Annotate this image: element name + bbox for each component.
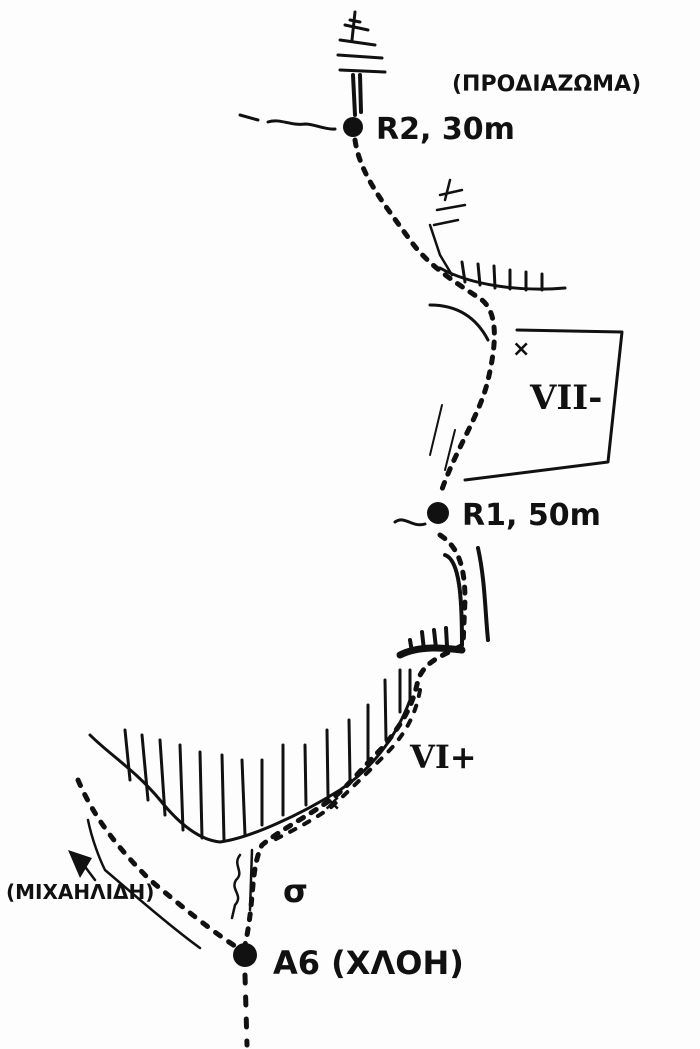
belay-a6-dot [233,943,257,967]
crux-mark: × [323,791,341,816]
grade-lower-label: VI+ [410,738,477,776]
ledge-line [238,113,337,131]
belay-a6-label: A6 (ΧΛΟΗ) [273,944,464,982]
ledge-hatch [428,260,567,471]
route-line-variant [268,688,422,844]
belay-r2-dot [343,117,363,137]
route-line-middle [242,532,468,948]
route-line-left [75,777,241,951]
arrow-icon [68,850,92,878]
top-note-label: (ΠΡΟΔΙΑΖΩΜΑ) [452,72,642,97]
belay-r1-dot [427,502,449,524]
ledge-line [393,518,427,527]
tree-icon [428,178,467,277]
chimney-lines [396,546,490,659]
grade-box [463,328,624,482]
grade-upper-label: VII- [530,378,603,418]
route-line-start [242,972,250,1048]
sigma-mark: σ [283,872,308,910]
crack-line [230,848,254,920]
belay-r2-label: R2, 30m [376,112,515,147]
route-line-upper [352,137,497,498]
tree-icon [336,10,387,117]
crux-mark: × [512,337,530,362]
overhang-hatch [88,668,412,844]
ledge-line [78,818,202,950]
belay-r1-label: R1, 50m [462,498,601,533]
left-route-label: (ΜΙΧΑΗΛΙΔΗ) [6,880,155,904]
